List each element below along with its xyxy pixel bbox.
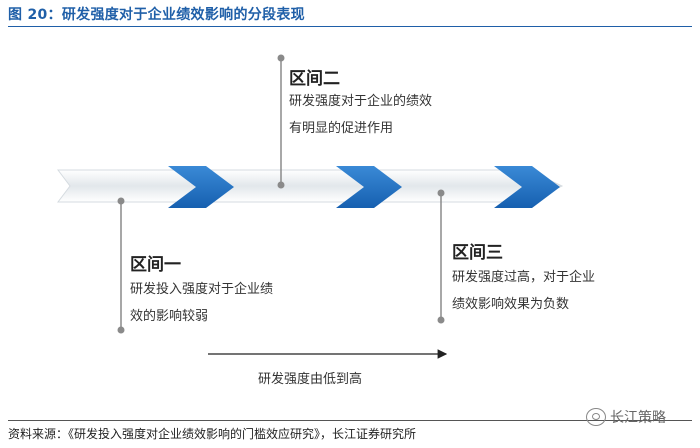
watermark: 长江策略 <box>586 407 666 427</box>
zone-1-text-line-1: 研发投入强度对于企业绩 <box>130 282 274 297</box>
zone-3-description: 研发强度过高，对于企业 绩效影响效果为负数 <box>452 264 595 318</box>
chevron-arrow-3 <box>494 166 560 208</box>
zone-2-heading: 区间二 <box>289 69 340 89</box>
zone-1-description: 研发投入强度对于企业绩 效的影响较弱 <box>130 276 273 330</box>
zone-3-heading: 区间三 <box>452 243 503 263</box>
connector-zone-1 <box>117 197 125 334</box>
wechat-logo-icon <box>586 408 606 426</box>
footer-divider <box>8 420 692 421</box>
zone-3-text-line-2: 绩效影响效果为负数 <box>452 297 570 312</box>
zone-2-text-line-2: 有明显的促进作用 <box>289 121 394 136</box>
watermark-text: 长江策略 <box>610 410 666 426</box>
zone-1-text-line-2: 效的影响较弱 <box>130 309 209 324</box>
zone-1-heading: 区间一 <box>130 255 181 275</box>
connector-zone-2 <box>277 54 285 189</box>
source-note: 资料来源：《研发投入强度对企业绩效影响的门槛效应研究》，长江证券研究所 <box>8 427 417 441</box>
chevron-arrow-1 <box>168 166 234 208</box>
chevron-arrow-2 <box>336 166 402 208</box>
connector-zone-3 <box>437 189 445 324</box>
figure-title: 图 20：研发强度对于企业绩效影响的分段表现 <box>8 7 305 23</box>
zone-3-text-line-1: 研发强度过高，对于企业 <box>452 270 596 285</box>
zone-2-description: 研发强度对于企业的绩效 有明显的促进作用 <box>289 88 432 142</box>
zone-2-text-line-1: 研发强度对于企业的绩效 <box>289 94 433 109</box>
intensity-axis-label: 研发强度由低到高 <box>258 372 363 387</box>
title-divider <box>8 26 692 27</box>
timeline-band <box>57 169 564 203</box>
